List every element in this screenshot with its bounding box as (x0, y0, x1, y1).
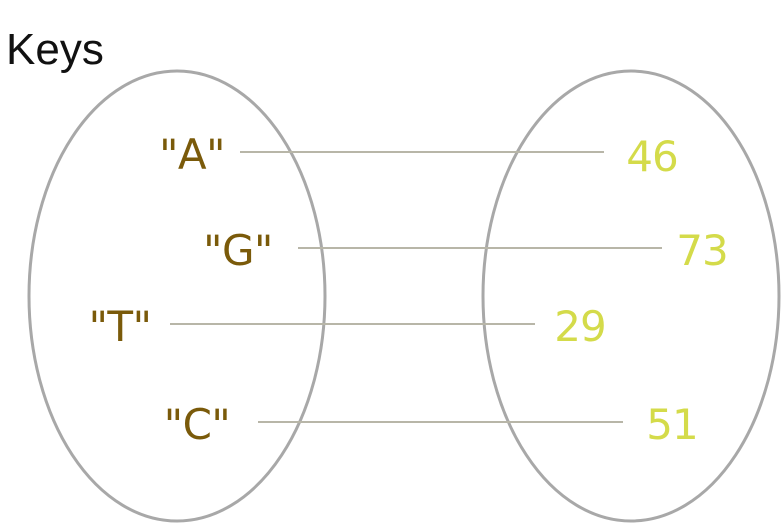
key-label: "G" (203, 226, 273, 275)
values-list: 46 73 29 51 (554, 132, 728, 449)
key-label: "T" (89, 302, 152, 351)
mapping-lines (170, 151, 662, 423)
value-label: 46 (626, 132, 677, 181)
values-set-ellipse (481, 69, 781, 523)
keys-set-ellipse (27, 69, 327, 523)
key-label: "A" (159, 130, 225, 179)
diagram-title: Keys (6, 25, 104, 74)
keys-list: "A" "G" "T" "C" (89, 130, 274, 449)
value-label: 29 (554, 302, 605, 351)
value-label: 51 (646, 400, 697, 449)
value-label: 73 (676, 226, 727, 275)
key-label: "C" (164, 400, 230, 449)
